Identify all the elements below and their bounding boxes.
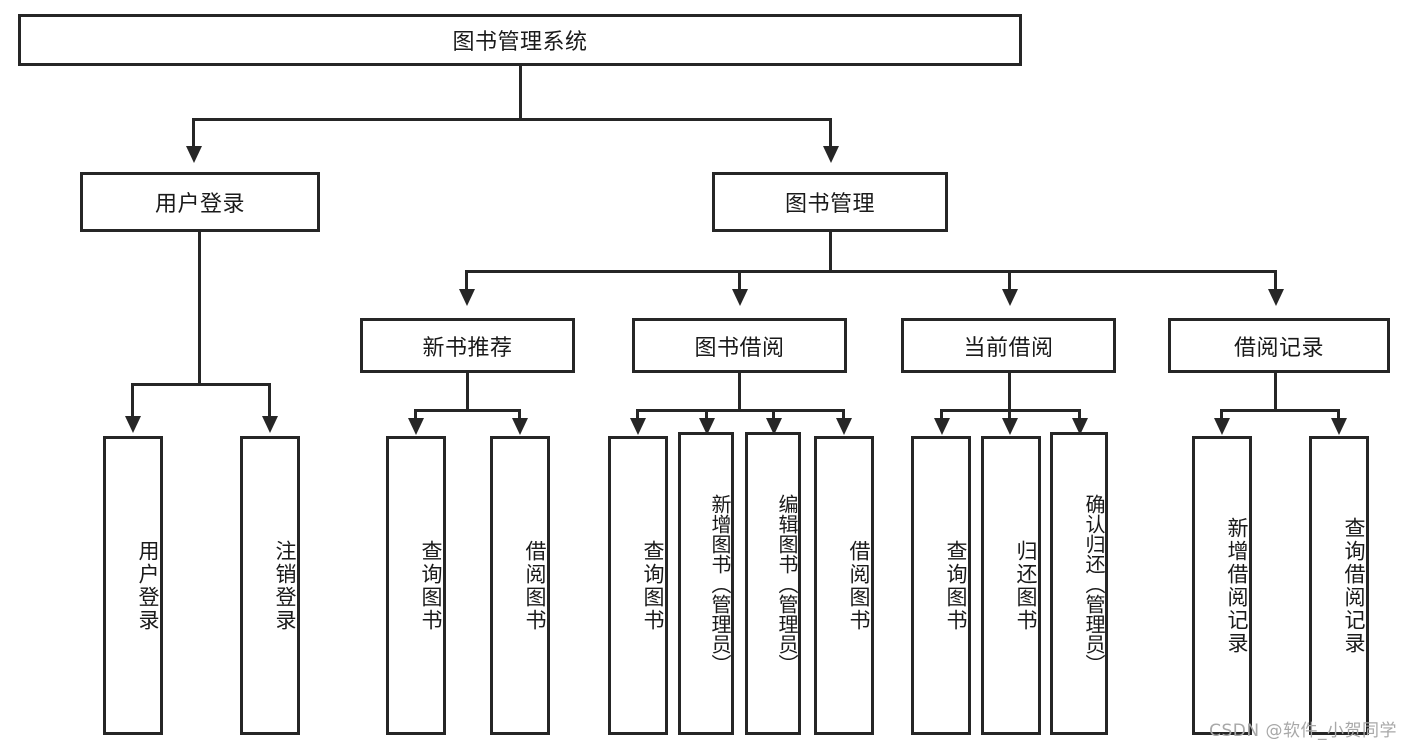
connector-userlogin-stem xyxy=(198,232,201,383)
node-book-management[interactable]: 图书管理 xyxy=(712,172,948,232)
leaf-edit-book-admin[interactable]: 编辑图书（管理员） xyxy=(745,432,801,735)
node-label: 查询图书 xyxy=(641,539,665,632)
arrow-currentborrow-c2 xyxy=(1002,418,1018,435)
node-book-borrow[interactable]: 图书借阅 xyxy=(632,318,847,373)
connector-newbook-bus xyxy=(414,409,521,412)
node-label: 查询借阅记录 xyxy=(1342,516,1366,655)
arrow-bookmgmt-c1 xyxy=(459,289,475,306)
node-label: 图书管理系统 xyxy=(452,30,588,55)
connector-root-bus xyxy=(192,118,832,121)
connector-bookborrow-c3 xyxy=(772,409,775,421)
leaf-user-login[interactable]: 用户登录 xyxy=(103,436,163,735)
node-label: 新增借阅记录 xyxy=(1225,516,1249,655)
connector-currentborrow-stem xyxy=(1008,373,1011,409)
connector-bookborrow-c4 xyxy=(842,409,845,421)
connector-bookmgmt-c4 xyxy=(1274,270,1277,292)
connector-root-stem xyxy=(519,66,522,118)
connector-newbook-c2 xyxy=(518,409,521,421)
arrow-to-user-login xyxy=(186,146,202,163)
connector-userlogin-bus xyxy=(131,383,271,386)
connector-bookmgmt-c2 xyxy=(738,270,741,292)
node-current-borrow[interactable]: 当前借阅 xyxy=(901,318,1116,373)
node-label: 当前借阅 xyxy=(963,335,1054,361)
connector-borrowrecord-c1 xyxy=(1220,409,1223,421)
arrow-bookborrow-c1 xyxy=(630,418,646,435)
connector-root-to-book-mgmt xyxy=(829,118,832,148)
connector-bookmgmt-bus xyxy=(465,270,1277,273)
connector-root-to-user-login xyxy=(192,118,195,148)
arrow-borrowrecord-c2 xyxy=(1331,418,1347,435)
connector-newbook-c1 xyxy=(414,409,417,421)
arrow-bookmgmt-c2 xyxy=(732,289,748,306)
arrow-bookborrow-c3 xyxy=(766,418,782,435)
arrow-borrowrecord-c1 xyxy=(1214,418,1230,435)
arrow-userlogin-c2 xyxy=(262,416,278,433)
leaf-return-book[interactable]: 归还图书 xyxy=(981,436,1041,735)
connector-currentborrow-c3 xyxy=(1078,409,1081,421)
node-label: 借阅图书 xyxy=(847,539,871,632)
leaf-add-book-admin[interactable]: 新增图书（管理员） xyxy=(678,432,734,735)
leaf-query-book-borrow[interactable]: 查询图书 xyxy=(608,436,668,735)
node-label: 新增图书（管理员） xyxy=(708,493,732,674)
node-label: 借阅图书 xyxy=(523,539,547,632)
arrow-bookmgmt-c3 xyxy=(1002,289,1018,306)
node-label: 注销登录 xyxy=(273,539,297,632)
connector-newbook-stem xyxy=(466,373,469,409)
node-label: 确认归还（管理员） xyxy=(1082,493,1106,674)
connector-borrowrecord-bus xyxy=(1220,409,1340,412)
node-root-system[interactable]: 图书管理系统 xyxy=(18,14,1022,66)
leaf-confirm-return-admin[interactable]: 确认归还（管理员） xyxy=(1050,432,1108,735)
node-label: 查询图书 xyxy=(944,539,968,632)
connector-currentborrow-c1 xyxy=(940,409,943,421)
connector-userlogin-c2 xyxy=(268,383,271,419)
node-borrow-record[interactable]: 借阅记录 xyxy=(1168,318,1390,373)
arrow-bookmgmt-c4 xyxy=(1268,289,1284,306)
connector-bookmgmt-c3 xyxy=(1008,270,1011,292)
leaf-borrow-book-recommend[interactable]: 借阅图书 xyxy=(490,436,550,735)
arrow-userlogin-c1 xyxy=(125,416,141,433)
connector-currentborrow-c2 xyxy=(1008,409,1011,421)
node-user-login[interactable]: 用户登录 xyxy=(80,172,320,232)
node-new-book-recommend[interactable]: 新书推荐 xyxy=(360,318,575,373)
node-label: 新书推荐 xyxy=(422,335,513,361)
node-label: 借阅记录 xyxy=(1233,335,1324,361)
connector-borrowrecord-stem xyxy=(1274,373,1277,409)
connector-bookborrow-stem xyxy=(738,373,741,409)
leaf-query-book-recommend[interactable]: 查询图书 xyxy=(386,436,446,735)
arrow-bookborrow-c4 xyxy=(836,418,852,435)
node-label: 图书管理 xyxy=(784,192,875,217)
node-label: 用户登录 xyxy=(154,192,245,217)
leaf-logout-login[interactable]: 注销登录 xyxy=(240,436,300,735)
connector-bookmgmt-c1 xyxy=(465,270,468,292)
leaf-add-borrow-record[interactable]: 新增借阅记录 xyxy=(1192,436,1252,735)
arrow-to-book-mgmt xyxy=(823,146,839,163)
node-label: 归还图书 xyxy=(1014,539,1038,632)
arrow-bookborrow-c2 xyxy=(699,418,715,435)
connector-userlogin-c1 xyxy=(131,383,134,419)
leaf-borrow-book-borrow[interactable]: 借阅图书 xyxy=(814,436,874,735)
arrow-currentborrow-c1 xyxy=(934,418,950,435)
leaf-query-book-current[interactable]: 查询图书 xyxy=(911,436,971,735)
node-label: 图书借阅 xyxy=(694,335,785,361)
node-label: 查询图书 xyxy=(419,539,443,632)
arrow-currentborrow-c3 xyxy=(1072,418,1088,435)
leaf-query-borrow-record[interactable]: 查询借阅记录 xyxy=(1309,436,1369,735)
connector-bookborrow-c2 xyxy=(705,409,708,421)
arrow-newbook-c1 xyxy=(408,418,424,435)
node-label: 编辑图书（管理员） xyxy=(775,493,799,674)
connector-borrowrecord-c2 xyxy=(1337,409,1340,421)
connector-bookborrow-bus xyxy=(636,409,845,412)
arrow-newbook-c2 xyxy=(512,418,528,435)
connector-bookmgmt-stem xyxy=(829,232,832,270)
connector-bookborrow-c1 xyxy=(636,409,639,421)
node-label: 用户登录 xyxy=(136,539,160,632)
